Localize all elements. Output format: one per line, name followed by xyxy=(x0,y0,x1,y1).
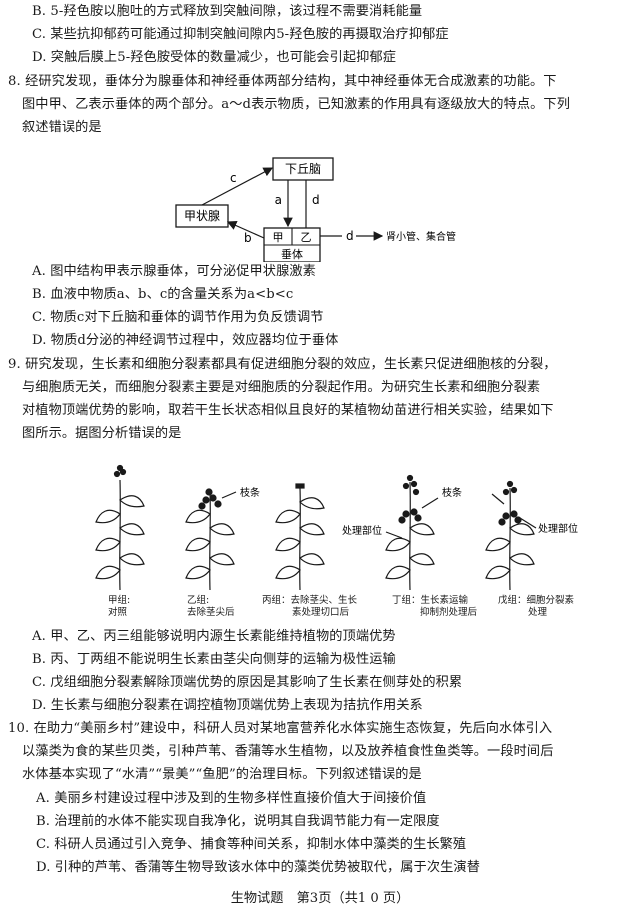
treat-label-1: 处理部位 xyxy=(342,524,382,537)
arrow-c xyxy=(201,167,274,206)
q8-stem-line3: 叙述错误的是 xyxy=(22,120,102,135)
q9-stem-line3: 对植物顶端优势的影响，取若干生长状态相似且良好的某植物幼苗进行相关实验，结果如下 xyxy=(22,403,554,418)
q9-option-a: A. 甲、乙、丙三组能够说明内源生长素能维持植物的顶端优势 xyxy=(32,629,396,644)
treat-label-2: 处理部位 xyxy=(538,522,578,535)
q7-option-d: D. 突触后膜上5-羟色胺受体的数量减少，也可能会引起抑郁症 xyxy=(32,50,397,65)
q10-option-a: A. 美丽乡村建设过程中涉及到的生物多样性直接价值大于间接价值 xyxy=(36,791,427,806)
pituitary-label: 垂体 xyxy=(281,247,303,261)
q10-stem-line2: 以藻类为食的某些贝类，引种芦苇、香蒲等水生植物，以及放养植食性鱼类等。一段时间后 xyxy=(22,744,554,759)
q8-option-d: D. 物质d分泌的神经调节过程中，效应器均位于垂体 xyxy=(32,333,339,348)
cap-ding-1: 丁组：生长素运输 xyxy=(392,595,469,606)
q10-option-c: C. 科研人员通过引入竞争、捕食等种间关系，抑制水体中藻类的生长繁殖 xyxy=(36,837,467,852)
q8-option-b: B. 血液中物质a、b、c的含量关系为a<b<c xyxy=(32,287,294,302)
cap-yi-2: 去除茎尖后 xyxy=(187,607,235,618)
q9-option-d: D. 生长素与细胞分裂素在调控植物顶端优势上表现为拮抗作用关系 xyxy=(32,698,423,713)
q8-option-a: A. 图中结构甲表示腺垂体，可分泌促甲状腺激素 xyxy=(32,264,316,279)
thyroid-label: 甲状腺 xyxy=(184,209,220,223)
cap-ding-2: 抑制剂处理后 xyxy=(420,607,478,618)
q7-option-b: B. 5-羟色胺以胞吐的方式释放到突触间隙，该过程不需要消耗能量 xyxy=(32,4,423,19)
q10-stem-line1: 10. 在助力“美丽乡村”建设中，科研人员对某地富营养化水体实施生态恢复，先后向… xyxy=(8,721,553,736)
q8-stem-line2: 图中甲、乙表示垂体的两个部分。a～d表示物质，已知激素的作用具有逐级放大的特点。… xyxy=(22,97,570,112)
jia-label: 甲 xyxy=(273,231,284,244)
label-d-1: d xyxy=(312,193,320,207)
plant-wu xyxy=(485,480,537,591)
cap-bing-2: 素处理切口后 xyxy=(292,607,350,618)
q9-figure: 枝条 枝条 处理部位 处理部位 xyxy=(95,464,578,591)
q8-option-c: C. 物质c对下丘脑和垂体的调节作用为负反馈调节 xyxy=(32,310,324,325)
q8-stem-line1: 8. 经研究发现，垂体分为腺垂体和神经垂体两部分结构，其中神经垂体无合成激素的功… xyxy=(8,74,557,89)
q10-option-b: B. 治理前的水体不能实现自我净化，说明其自我调节能力有一定限度 xyxy=(36,814,440,829)
plant-ding xyxy=(385,474,439,591)
cap-wu-2: 处理 xyxy=(528,607,548,618)
q10-option-d: D. 引种的芦苇、香蒲等生物导致该水体中的藻类优势被取代，属于次生演替 xyxy=(36,860,480,875)
q10-stem-line3: 水体基本实现了“水清”“景美”“鱼肥”的治理目标。下列叙述错误的是 xyxy=(22,767,422,782)
branch-label-2: 枝条 xyxy=(442,486,462,499)
cap-yi-1: 乙组: xyxy=(187,595,210,606)
page-footer: 生物试题 第3页（共1 0 页） xyxy=(230,891,410,906)
plant-jia xyxy=(95,464,145,591)
target-label: 肾小管、集合管 xyxy=(386,230,456,243)
cap-wu-1: 戊组：细胞分裂素 xyxy=(498,595,575,606)
branch-label-1: 枝条 xyxy=(240,486,260,499)
yi-label: 乙 xyxy=(301,231,312,244)
label-c: c xyxy=(230,171,237,185)
q9-option-b: B. 丙、丁两组不能说明生长素由茎尖向侧芽的运输为极性运输 xyxy=(32,652,396,667)
hypothalamus-label: 下丘脑 xyxy=(285,162,321,176)
plant-bing xyxy=(275,483,325,591)
label-a: a xyxy=(275,193,282,207)
plant-yi xyxy=(185,488,237,591)
q8-diagram: 下丘脑 甲状腺 甲 乙 垂体 a d c b d 肾小管、集合管 xyxy=(175,157,456,262)
label-b: b xyxy=(244,231,252,245)
cap-bing-1: 丙组：去除茎尖、生长 xyxy=(262,595,358,606)
cap-jia-2: 对照 xyxy=(108,607,128,618)
arrow-b xyxy=(226,221,265,239)
q9-stem-line1: 9. 研究发现，生长素和细胞分裂素都具有促进细胞分裂的效应，生长素只促进细胞核的… xyxy=(8,357,557,372)
cap-jia-1: 甲组: xyxy=(108,595,131,606)
q9-option-c: C. 戊组细胞分裂素解除顶端优势的原因是其影响了生长素在侧芽处的积累 xyxy=(32,675,463,690)
q9-stem-line2: 与细胞质无关，而细胞分裂素主要是对细胞质的分裂起作用。为研究生长素和细胞分裂素 xyxy=(22,380,541,395)
label-d-2: d xyxy=(346,229,354,243)
q7-option-c: C. 某些抗抑郁药可能通过抑制突触间隙内5-羟色胺的再摄取治疗抑郁症 xyxy=(32,27,449,42)
q9-stem-line4: 图所示。据图分析错误的是 xyxy=(22,426,182,441)
